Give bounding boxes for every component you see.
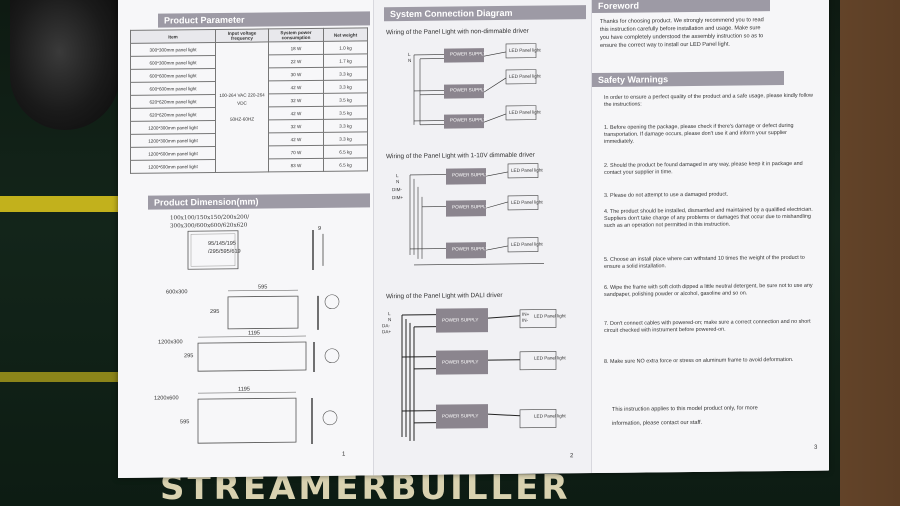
page-number: 2 <box>570 453 574 460</box>
mat-stripe-lower <box>0 372 150 382</box>
led-panel-label: LED Panel light <box>534 355 566 361</box>
label-da-minus: DA- <box>382 323 390 329</box>
safety-intro: In order to ensure a perfect quality of … <box>604 92 813 108</box>
width-595: 595 <box>258 284 268 291</box>
led-panel-label: LED Panel light <box>511 167 543 173</box>
width-1195-a: 1195 <box>248 330 261 337</box>
foreword-line: you have completely understood the assem… <box>600 33 764 41</box>
foreword-line: Thanks for choosing product. We strongly… <box>600 17 764 25</box>
power-supply-label: POWER SUPPLY <box>442 413 479 419</box>
safety-item-5: 5. Choose an install place where can wit… <box>604 254 805 270</box>
height-295: 295 <box>210 308 220 316</box>
led-panel-label: LED Panel light <box>511 241 543 247</box>
power-supply-label: POWER SUPPLY <box>450 51 487 57</box>
label-dim-minus: DIM- <box>392 187 402 193</box>
label-N: N <box>388 317 392 323</box>
height-595: 595 <box>180 419 190 426</box>
led-panel-label: LED Panel light <box>534 413 566 419</box>
safety-item-3: 3. Please do not attempt to use a damage… <box>604 191 729 199</box>
dim-sub-line1: 95/145/195 <box>208 240 236 248</box>
label-da-plus: DA+ <box>382 329 392 335</box>
closing-line1: This instruction applies to this model p… <box>612 405 758 413</box>
width-1195-b: 1195 <box>238 386 251 393</box>
label-1200x300: 1200x300 <box>158 339 183 346</box>
label-N: N <box>396 179 400 185</box>
foreword-line: ensure the correct way to install our LE… <box>600 41 730 49</box>
safety-item-7: 7. Don't connect cables with powered-on;… <box>604 318 811 334</box>
heading-foreword: Foreword <box>592 0 770 14</box>
dim-sub-line2: /295/595/619 <box>208 248 241 256</box>
label-L: L <box>388 311 391 317</box>
led-panel-label: LED Panel light <box>509 73 541 79</box>
panel-safety: Foreword Thanks for choosing product. We… <box>591 0 829 474</box>
label-1200x600: 1200x600 <box>154 395 179 402</box>
label-N: N <box>408 57 412 63</box>
computer-mouse <box>10 0 120 130</box>
led-panel-label: LED Panel light <box>534 313 566 319</box>
led-panel-label: LED Panel light <box>509 47 541 53</box>
power-supply-label: POWER SUPPLY <box>452 246 489 252</box>
label-in-plus: IN+ <box>522 311 530 317</box>
dimension-drawings <box>187 229 340 444</box>
page-number: 3 <box>814 444 818 451</box>
label-600x300: 600x300 <box>166 289 188 296</box>
height-295-b: 295 <box>184 353 194 360</box>
panel-parameters: Product Parameter Item Input voltage fre… <box>118 0 373 478</box>
led-panel-label: LED Panel light <box>511 199 543 205</box>
label-dim-plus: DIM+ <box>392 195 404 201</box>
label-in-minus: IN- <box>522 317 529 323</box>
power-supply-label: POWER SUPPLY <box>450 117 487 123</box>
power-supply-label: POWER SUPPLY <box>450 87 487 93</box>
closing-line2: information, please contact our staff. <box>612 419 703 427</box>
panel-connection: System Connection Diagram Wiring of the … <box>373 0 592 476</box>
instruction-leaflet: Product Parameter Item Input voltage fre… <box>118 0 829 478</box>
power-supply-label: POWER SUPPLY <box>452 172 489 178</box>
safety-item-4: 4. The product should be installed, dism… <box>604 206 813 229</box>
safety-item-2: 2. Should the product be found damaged i… <box>604 160 803 176</box>
label-L: L <box>408 51 411 57</box>
led-panel-label: LED Panel light <box>509 109 541 115</box>
page-number: 1 <box>342 451 346 458</box>
heading-safety-warnings: Safety Warnings <box>592 71 784 88</box>
power-supply-label: POWER SUPPLY <box>452 204 489 210</box>
label-L: L <box>396 173 399 179</box>
wiring-diagrams <box>401 43 557 441</box>
safety-item-1: 1. Before opening the package, please ch… <box>604 122 794 145</box>
power-supply-label: POWER SUPPLY <box>442 359 479 365</box>
depth-label: 9 <box>318 225 322 232</box>
safety-item-6: 6. Wipe the frame with soft cloth dipped… <box>604 282 813 298</box>
power-supply-label: POWER SUPPLY <box>442 317 479 323</box>
foreword-line: this instruction carefully before instal… <box>600 25 761 33</box>
safety-item-8: 8. Make sure NO extra force or stress on… <box>604 356 794 365</box>
